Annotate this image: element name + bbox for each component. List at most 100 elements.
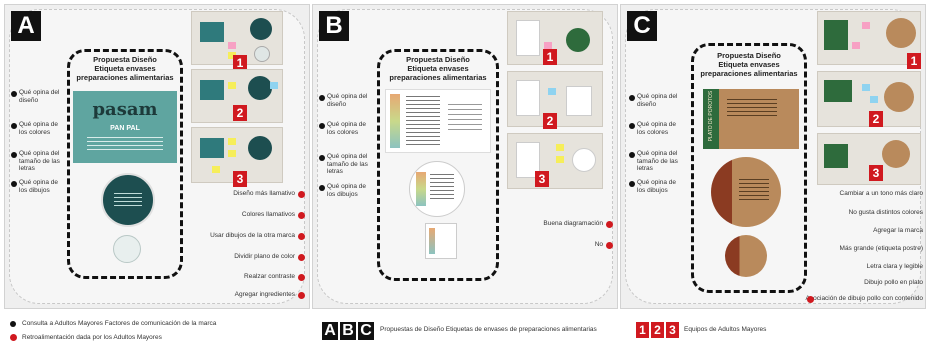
question-dot xyxy=(319,95,325,101)
feedback-dot xyxy=(606,221,613,228)
team-badge-3: 3 xyxy=(869,165,883,181)
legend-consultation-text: Consulta a Adultos Mayores Factores de c… xyxy=(22,320,217,327)
label-design-rectangular xyxy=(385,89,491,153)
team-badge-2: 2 xyxy=(869,111,883,127)
legend-red-dot xyxy=(10,334,17,341)
legend-letter-b: B xyxy=(340,322,356,340)
team-photo-3 xyxy=(507,133,603,189)
question-text-size: Qué opina del tamaño de las letras xyxy=(327,153,368,175)
question-dot xyxy=(11,152,17,158)
legend-number-3: 3 xyxy=(666,322,679,338)
round-label-strip xyxy=(416,172,426,206)
photo-label-circle xyxy=(566,28,590,52)
legend-black-dot xyxy=(10,321,16,327)
panel-a: A Qué opina del diseño Qué opina de los … xyxy=(4,4,310,309)
question-dot xyxy=(319,185,325,191)
proposal-subtitle: Etiqueta envases preparaciones alimentar… xyxy=(76,64,174,82)
photo-label-circle xyxy=(248,136,272,160)
team-photo-1 xyxy=(817,11,921,65)
feedback-item: Buena diagramación xyxy=(543,220,603,227)
photo-label-small-circle xyxy=(254,46,270,62)
feedback-item: Agregar la marca xyxy=(873,227,923,234)
feedback-dot xyxy=(807,296,814,303)
label-design-small-round xyxy=(113,235,141,263)
question-design: Qué opina del diseño xyxy=(19,89,60,104)
feedback-dot xyxy=(298,254,305,261)
team-photo-2 xyxy=(191,69,283,123)
sticky-note xyxy=(556,144,564,151)
proposal-frame xyxy=(67,49,183,279)
feedback-item: Asociación de dibujo pollo con contenido xyxy=(805,295,923,302)
feedback-item: No xyxy=(594,241,603,248)
label-design-rectangular: pasam PAN PAL xyxy=(73,91,177,163)
sticky-note xyxy=(544,42,552,49)
legend-letter-c: C xyxy=(358,322,374,340)
sticky-note xyxy=(862,84,870,91)
panel-letter: C xyxy=(627,11,657,41)
feedback-dot xyxy=(298,292,305,299)
photo-label-circle xyxy=(248,76,272,100)
label-main-text: PLATO DE POROTOS xyxy=(708,90,714,142)
feedback-item: Usar dibujos de la otra marca xyxy=(210,232,295,239)
sticky-note xyxy=(228,138,236,145)
question-drawings: Qué opina de los dibujos xyxy=(327,183,367,198)
sticky-note xyxy=(862,22,870,29)
feedback-item: Dividir plano de color xyxy=(234,253,295,260)
feedback-dot xyxy=(298,274,305,281)
team-badge-3: 3 xyxy=(233,171,247,187)
feedback-item: Agregar ingredientes xyxy=(234,291,295,298)
sticky-note xyxy=(852,42,860,49)
sticky-note xyxy=(212,166,220,173)
round-label-lines xyxy=(114,193,142,207)
legend-teams-text: Equipos de Adultos Mayores xyxy=(684,326,767,333)
brand-name: PAN PAL xyxy=(110,125,140,132)
sticky-note xyxy=(556,156,564,163)
photo-label xyxy=(516,20,540,56)
legend-proposals-text: Propuestas de Diseño Etiquetas de envase… xyxy=(380,326,597,333)
question-design: Qué opina del diseño xyxy=(327,93,368,108)
feedback-dot xyxy=(298,191,305,198)
legend-feedback-text: Retroalimentación dada por los Adultos M… xyxy=(22,334,162,341)
question-dot xyxy=(319,123,325,129)
label-design-round xyxy=(711,157,781,227)
panel-letter: A xyxy=(11,11,41,41)
feedback-dot xyxy=(298,212,305,219)
feedback-item: No gusta distintos colores xyxy=(848,209,923,216)
proposal-frame xyxy=(377,49,499,281)
photo-label xyxy=(516,80,540,116)
label-side-band xyxy=(703,89,719,149)
label-text-lines xyxy=(448,104,482,134)
feedback-item: Dibujo pollo en plato xyxy=(864,279,923,286)
legend-letter-a: A xyxy=(322,322,338,340)
feedback-item: Letra clara y legible xyxy=(866,263,923,270)
sticky-note xyxy=(870,96,878,103)
panel-letter: B xyxy=(319,11,349,41)
team-badge-1: 1 xyxy=(543,49,557,65)
team-badge-3: 3 xyxy=(535,171,549,187)
label-colored-strip xyxy=(390,94,400,148)
label-text-lines xyxy=(406,96,440,146)
team-badge-1: 1 xyxy=(233,55,247,71)
label-design-round xyxy=(101,173,155,227)
question-dot xyxy=(319,155,325,161)
proposal-subtitle: Etiqueta envases preparaciones alimentar… xyxy=(389,64,487,82)
round-label-lines xyxy=(430,174,454,202)
panel-b: B Qué opina del diseño Qué opina de los … xyxy=(312,4,618,309)
question-dot xyxy=(629,181,635,187)
feedback-item: Colores llamativos xyxy=(241,211,295,218)
photo-label-circle xyxy=(886,18,916,48)
question-colors: Qué opina de los colores xyxy=(327,121,367,136)
photo-label-rect xyxy=(200,22,224,42)
label-text-lines xyxy=(87,137,163,153)
photo-label-rect xyxy=(824,20,848,50)
team-photo-1 xyxy=(191,11,283,65)
brand-logo: pasam xyxy=(92,99,158,120)
team-badge-1: 1 xyxy=(907,53,921,69)
legend-number-1: 1 xyxy=(636,322,649,338)
question-design: Qué opina del diseño xyxy=(637,93,678,108)
proposal-title: Propuesta Diseño xyxy=(406,55,470,64)
question-drawings: Qué opina de los dibujos xyxy=(637,179,677,194)
photo-label-circle xyxy=(572,148,596,172)
legend-number-2: 2 xyxy=(651,322,664,338)
proposal-title: Propuesta Diseño xyxy=(717,51,781,60)
